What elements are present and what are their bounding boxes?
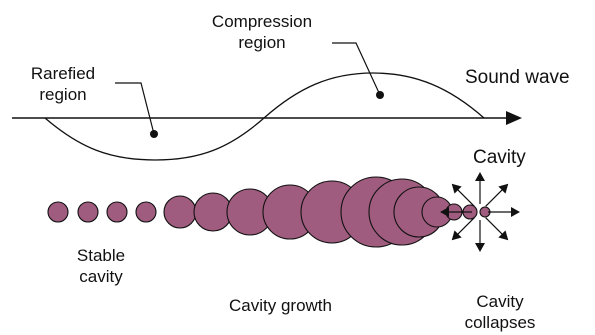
cavity-bubble xyxy=(194,193,232,231)
cavity-bubble xyxy=(48,202,68,222)
compression-point xyxy=(376,91,384,99)
stable-cavity-label: Stable cavity xyxy=(56,245,146,287)
sound-wave-label: Sound wave xyxy=(465,67,590,88)
collapse-arrow-shaft xyxy=(457,218,475,236)
stable-label-line1: Stable xyxy=(56,245,146,266)
axis-arrowhead xyxy=(506,111,522,125)
rarefied-label-line1: Rarefied xyxy=(18,63,108,84)
collapse-arrowhead xyxy=(475,243,485,252)
sound-wave-curve xyxy=(45,73,484,160)
collapse-arrowhead xyxy=(511,207,520,217)
collapse-label-line2: collapses xyxy=(445,312,555,333)
cavity-bubble xyxy=(136,202,156,222)
compression-region-label: Compression region xyxy=(202,11,322,53)
collapse-arrow-shaft xyxy=(457,189,475,207)
cavity-bubble xyxy=(107,202,127,222)
rarefied-region-label: Rarefied region xyxy=(18,63,108,105)
collapse-label-line1: Cavity xyxy=(445,291,555,312)
cavity-collapses-label: Cavity collapses xyxy=(445,291,555,333)
rarefied-leader-line xyxy=(115,83,154,134)
cavity-bubble xyxy=(164,196,196,228)
cavity-bubble xyxy=(78,202,98,222)
compression-leader-line xyxy=(332,43,380,95)
rarefied-label-line2: region xyxy=(18,84,108,105)
collapse-arrow-shaft xyxy=(486,189,504,207)
compression-label-line1: Compression xyxy=(202,11,322,32)
collapse-arrowhead xyxy=(475,172,485,181)
cavity-label: Cavity xyxy=(473,147,553,168)
cavity-growth-label: Cavity growth xyxy=(229,295,369,316)
rarefied-point xyxy=(150,130,158,138)
collapse-arrow-shaft xyxy=(486,218,504,236)
compression-label-line2: region xyxy=(202,32,322,53)
stable-label-line2: cavity xyxy=(56,266,146,287)
bubble-series xyxy=(48,177,490,247)
